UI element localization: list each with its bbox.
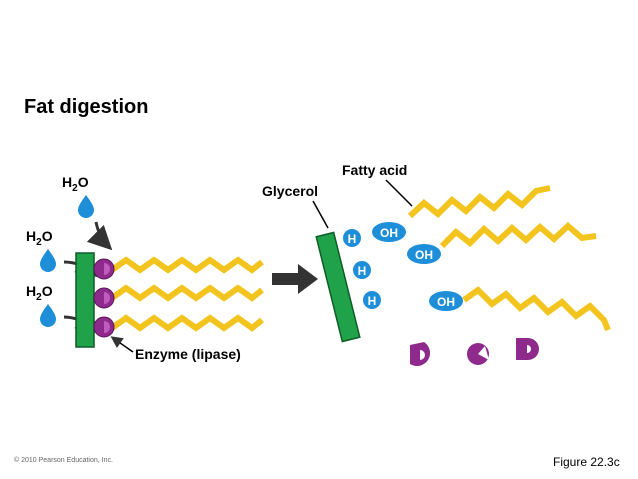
figure-caption: Figure 22.3c bbox=[553, 455, 620, 469]
svg-text:OH: OH bbox=[380, 226, 398, 240]
enzyme-icon bbox=[516, 338, 539, 360]
enzyme-icon bbox=[93, 258, 115, 280]
fatty-acid-label: Fatty acid bbox=[342, 162, 408, 178]
oh-group-icon: OH bbox=[429, 291, 463, 311]
diagram-title: Fat digestion bbox=[24, 96, 149, 118]
enzyme-icon bbox=[93, 316, 115, 338]
water-label-top: H2O bbox=[62, 174, 89, 194]
fatty-acid-pointer bbox=[385, 179, 413, 207]
fatty-acid-chain bbox=[110, 314, 264, 332]
water-label-mid: H2O bbox=[26, 228, 53, 248]
enzyme-icon bbox=[93, 287, 115, 309]
water-drop-icon bbox=[78, 195, 94, 218]
water-drop-icon bbox=[40, 249, 56, 272]
h-group-icon: H bbox=[353, 261, 371, 279]
water-drop-icon bbox=[40, 304, 56, 327]
fatty-acid-chain bbox=[439, 221, 597, 249]
h-group-icon: H bbox=[363, 291, 381, 309]
water-arrow-top bbox=[86, 221, 113, 251]
oh-group-icon: OH bbox=[372, 222, 406, 242]
svg-text:H: H bbox=[348, 232, 357, 246]
svg-text:OH: OH bbox=[415, 248, 433, 262]
glycerol-bar-left bbox=[75, 252, 95, 348]
enzyme-label: Enzyme (lipase) bbox=[135, 346, 241, 362]
enzyme-pointer bbox=[110, 336, 134, 353]
glycerol-bar-right bbox=[315, 231, 361, 343]
oh-group-icon: OH bbox=[407, 244, 441, 264]
enzyme-icon bbox=[467, 343, 489, 365]
fatty-acid-chain bbox=[110, 284, 264, 302]
svg-text:H: H bbox=[368, 294, 377, 308]
glycerol-label: Glycerol bbox=[262, 183, 319, 199]
enzyme-icon bbox=[410, 342, 431, 367]
reaction-arrow-icon bbox=[272, 264, 318, 294]
glycerol-pointer bbox=[312, 200, 329, 229]
h-group-icon: H bbox=[343, 229, 361, 247]
fatty-acid-chain bbox=[110, 256, 264, 274]
water-label-bottom: H2O bbox=[26, 283, 53, 303]
svg-text:H: H bbox=[358, 264, 367, 278]
fatty-acid-chain bbox=[407, 185, 551, 219]
svg-text:OH: OH bbox=[437, 295, 455, 309]
fatty-acid-chain bbox=[462, 286, 611, 332]
copyright-text: © 2010 Pearson Education, Inc. bbox=[14, 457, 113, 464]
